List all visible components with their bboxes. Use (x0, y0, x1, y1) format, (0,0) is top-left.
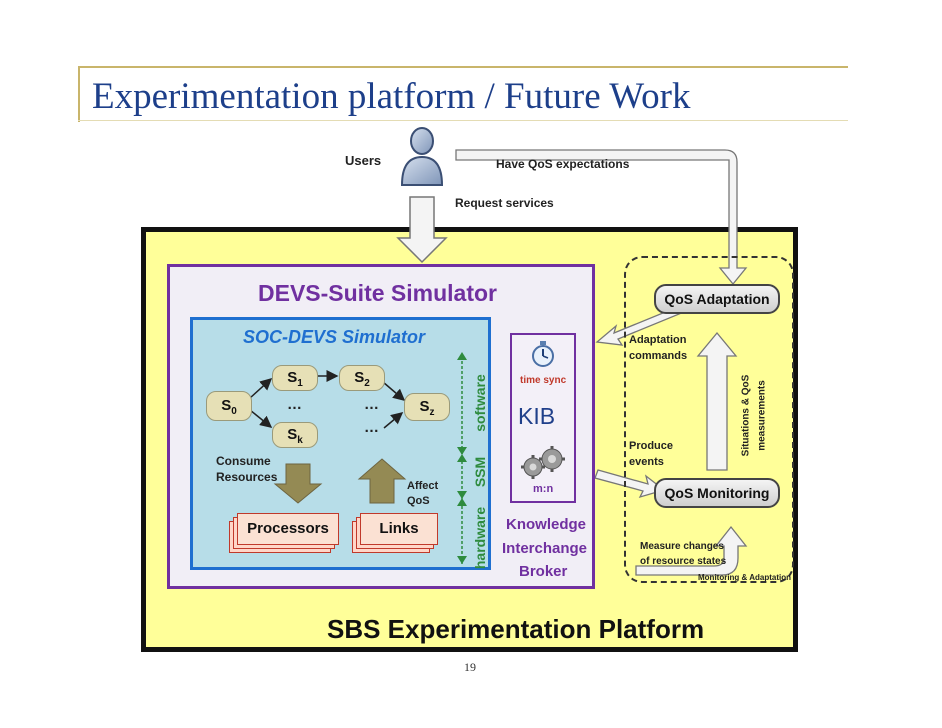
state-ellipsis-3: … (364, 419, 379, 436)
state-s2: S2 (339, 365, 385, 391)
soc-devs-label: SOC-DEVS Simulator (243, 327, 426, 347)
qos-adaptation-box: QoS Adaptation (654, 284, 780, 314)
resources-label: Resources (216, 470, 278, 484)
sbs-platform-label: SBS Experimentation Platform (327, 614, 705, 644)
measurements-label: measurements (756, 380, 768, 451)
processors-box: Processors (237, 513, 339, 545)
state-ellipsis-1: … (287, 396, 302, 413)
user-icon (400, 127, 444, 186)
stopwatch-icon (532, 341, 554, 367)
knowledge-label: Knowledge (506, 516, 587, 533)
commands-label: commands (629, 350, 688, 362)
kib-label: KIB (518, 403, 556, 429)
state-s0: S0 (206, 391, 252, 421)
state-s1: S1 (272, 365, 318, 391)
monitoring-adaptation-label: Monitoring & Adaptation (698, 573, 792, 582)
interchange-label: Interchange (502, 540, 588, 557)
state-sk: Sk (272, 422, 318, 448)
adaptation-label: Adaptation (629, 334, 687, 346)
time-sync-label: time sync (520, 375, 567, 386)
qos-label: QoS (407, 495, 430, 507)
devs-suite-label: DEVS-Suite Simulator (258, 280, 497, 306)
ssm-layer-label: SSM (472, 456, 488, 488)
title-rule-top (78, 66, 848, 68)
links-box: Links (360, 513, 438, 545)
state-sz: Sz (404, 393, 450, 421)
consume-label: Consume (216, 454, 271, 468)
monitoring-adaptation-region (624, 256, 794, 583)
situations-label: Situations & QoS (740, 374, 752, 457)
layer-axis (457, 352, 467, 566)
gears-icon (521, 446, 565, 479)
users-label: Users (345, 153, 382, 168)
hardware-layer-label: hardware (472, 506, 488, 570)
slide-title: Experimentation platform / Future Work (92, 76, 691, 117)
state-ellipsis-2: … (364, 396, 379, 413)
title-rule-left (78, 66, 80, 122)
measure-changes-label: Measure changes (640, 541, 724, 552)
qos-monitoring-box: QoS Monitoring (654, 478, 780, 508)
events-label: events (629, 456, 664, 468)
broker-label: Broker (519, 563, 568, 580)
request-services-label: Request services (455, 196, 554, 210)
affect-label: Affect (407, 480, 439, 492)
have-qos-label: Have QoS expectations (496, 157, 630, 171)
mn-label: m:n (533, 483, 554, 495)
produce-label: Produce (629, 440, 674, 452)
resource-states-label: of resource states (640, 556, 727, 567)
page-number: 19 (464, 660, 476, 674)
software-layer-label: software (472, 374, 488, 432)
title-rule-bottom (78, 120, 848, 121)
soc-devs-box (190, 317, 491, 570)
